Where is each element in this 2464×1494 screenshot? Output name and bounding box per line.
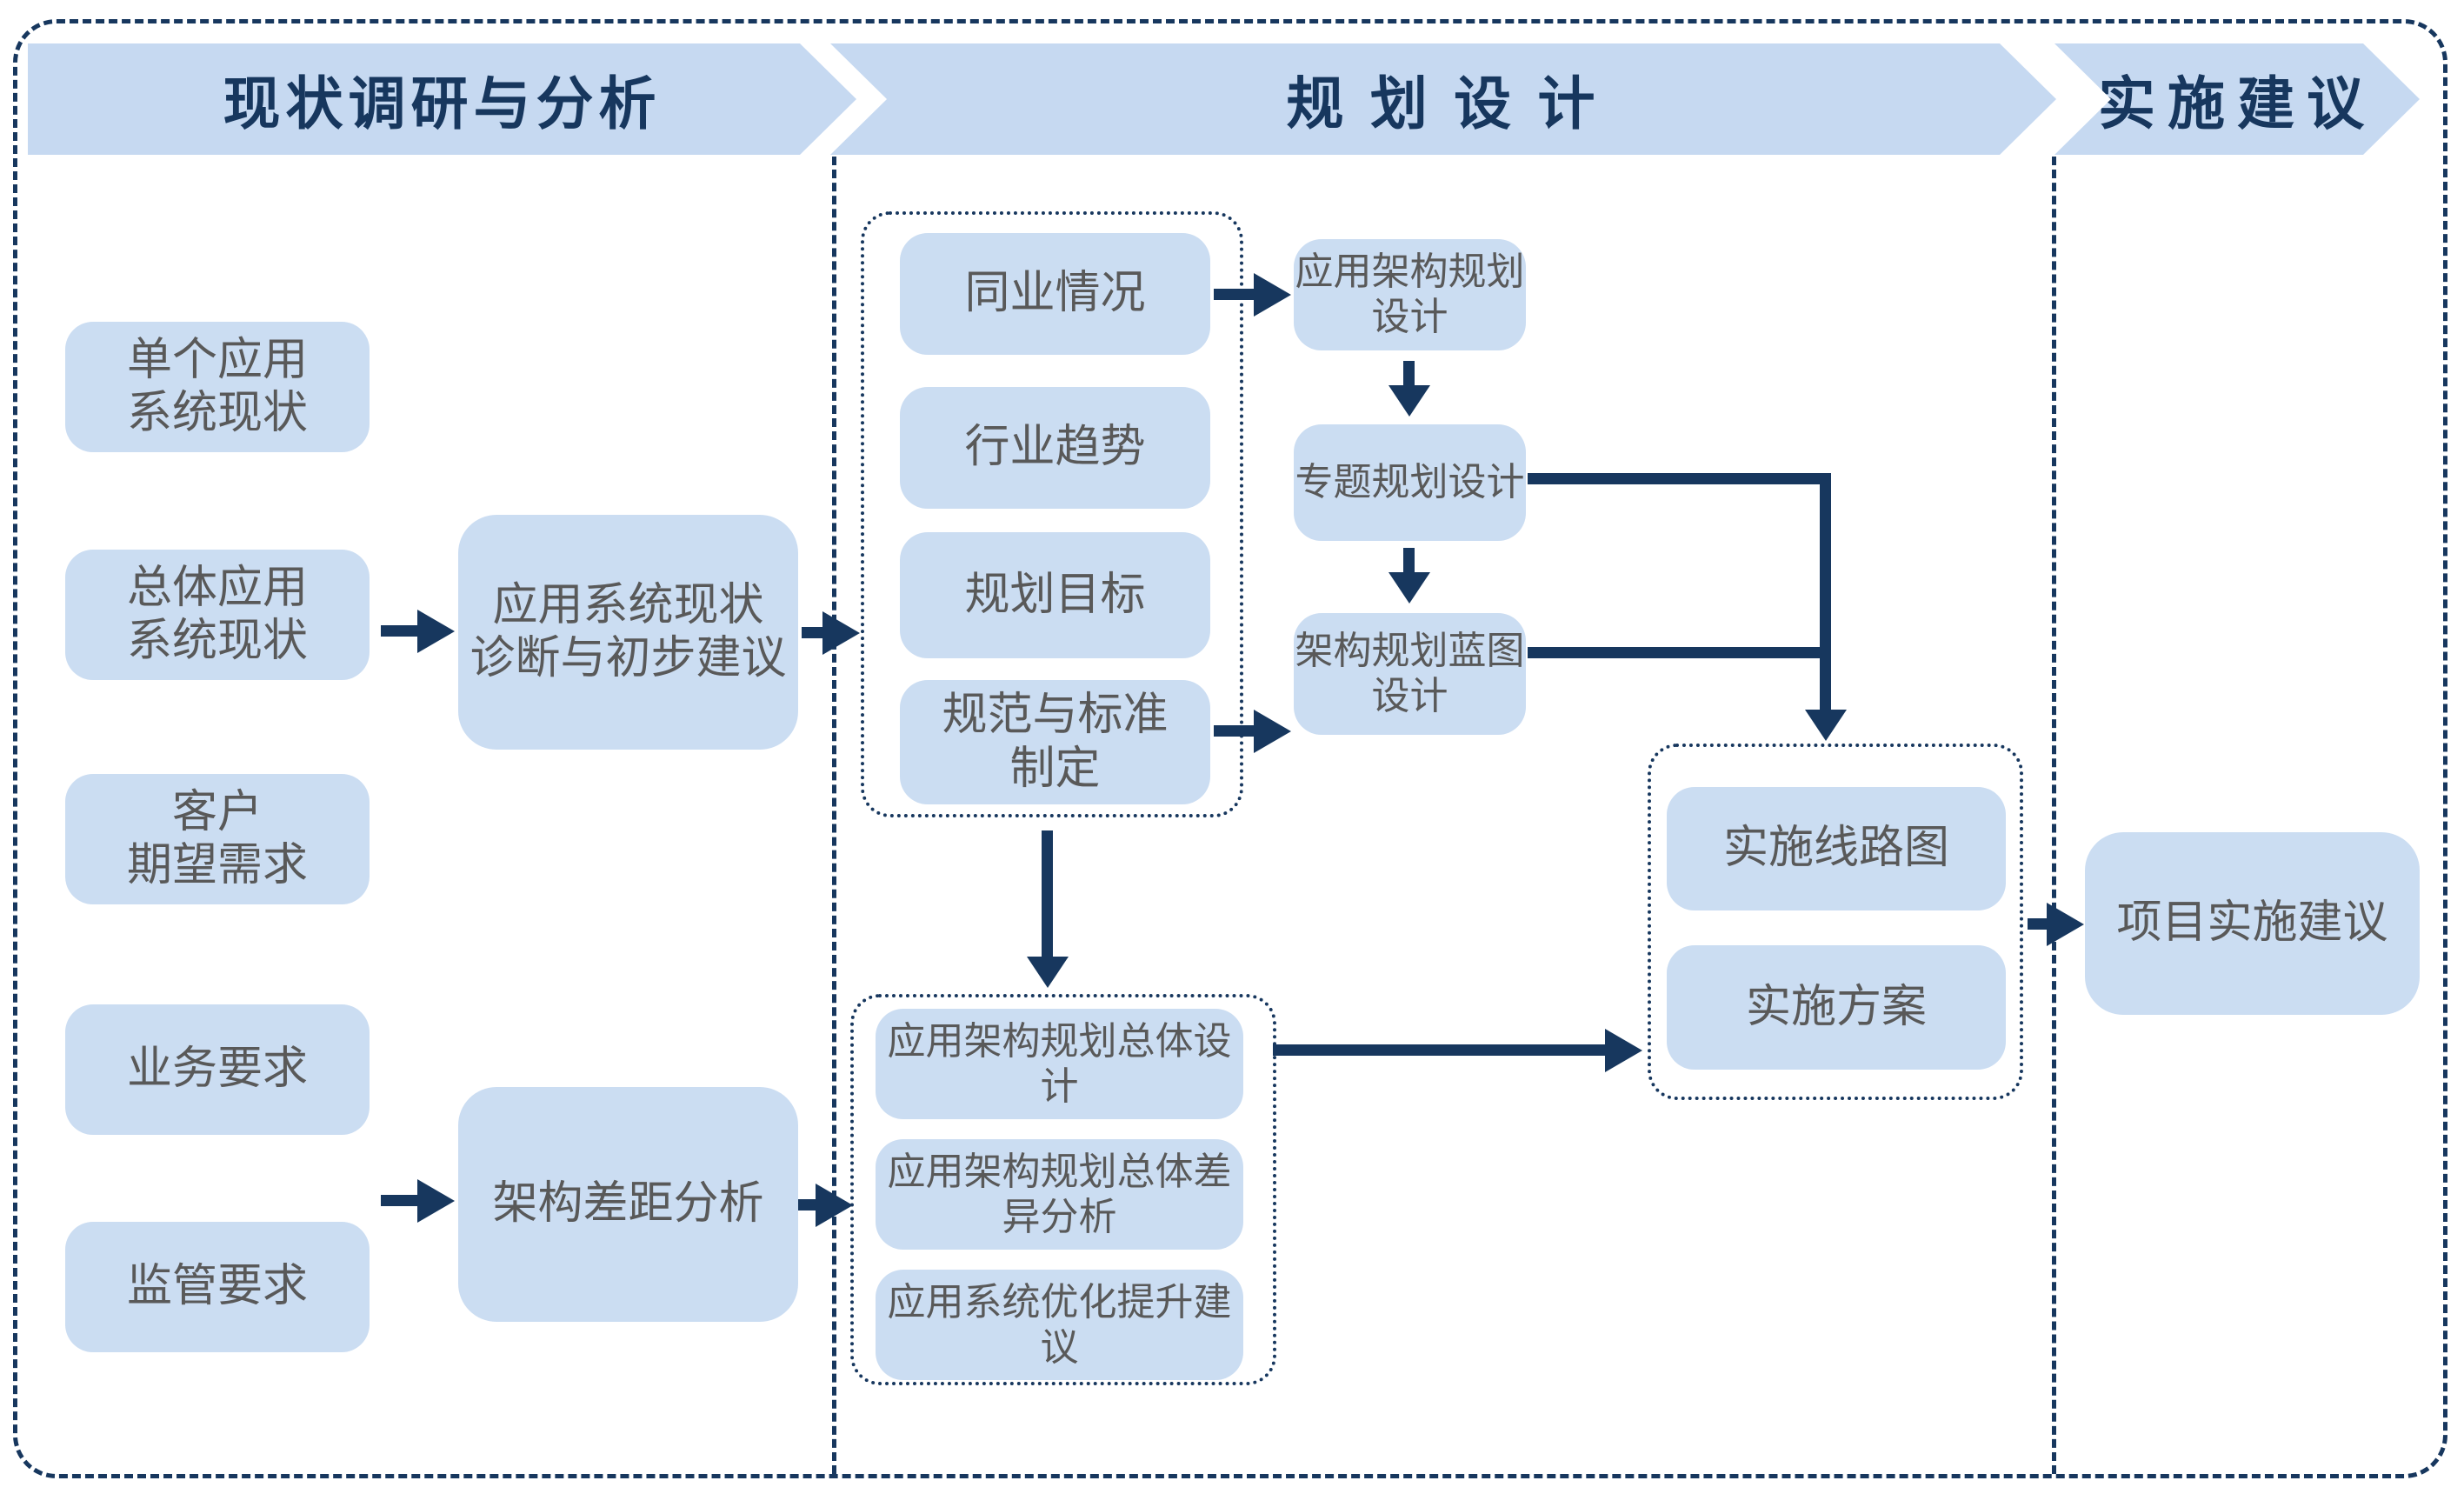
outer-dashed-frame	[13, 19, 2447, 1478]
node-business-requirements: 业务要求	[65, 1004, 370, 1135]
arrow-special-to-blueprint	[1403, 548, 1415, 572]
connector-special-horizontal	[1528, 473, 1831, 484]
section-divider-2	[2052, 157, 2056, 1474]
arrow-requirements-to-gap	[381, 1195, 417, 1206]
node-overall-gap-analysis: 应用架构规划总体差异分析	[876, 1139, 1243, 1250]
node-roadmap: 实施线路图	[1667, 787, 2006, 910]
node-blueprint-design: 架构规划蓝图 设计	[1294, 613, 1526, 735]
node-optimization: 应用系统优化提升建议	[876, 1270, 1243, 1380]
phase-banner-planning: 规 划 设 计	[830, 43, 2056, 155]
node-standards: 规范与标准 制定	[900, 680, 1210, 804]
node-app-arch-design: 应用架构规划 设计	[1294, 239, 1526, 350]
phase-title-implementation: 实施建议	[2098, 71, 2376, 136]
node-regulatory-requirements: 监管要求	[65, 1222, 370, 1352]
node-diagnosis: 应用系统现状 诊断与初步建议	[458, 515, 798, 750]
node-special-planning: 专题规划设计	[1294, 424, 1526, 541]
node-customer-needs: 客户 期望需求	[65, 774, 370, 904]
connector-blueprint-horizontal	[1528, 647, 1831, 658]
node-single-app-status: 单个应用 系统现状	[65, 322, 370, 452]
arrow-inputs-to-overall-design	[1042, 830, 1053, 957]
phase-banner-implementation: 实施建议	[2054, 43, 2420, 155]
connector-arrowhead-down	[1805, 710, 1847, 741]
phase-banner-research: 现状调研与分析	[28, 43, 856, 155]
phase-title-research: 现状调研与分析	[223, 71, 662, 136]
node-project-impl-suggestion: 项目实施建议	[2085, 832, 2420, 1015]
node-overall-app-status: 总体应用 系统现状	[65, 550, 370, 680]
arrow-gap-to-overall-design	[798, 1199, 816, 1211]
node-impl-plan: 实施方案	[1667, 945, 2006, 1070]
node-planning-goal: 规划目标	[900, 532, 1210, 658]
arrow-overall-to-diagnosis	[381, 625, 417, 637]
phase-title-planning: 规 划 设 计	[1286, 71, 1601, 136]
arrow-peer-to-arch-design	[1214, 289, 1254, 300]
node-overall-design: 应用架构规划总体设计	[876, 1009, 1243, 1119]
arrow-implementation-to-project	[2028, 918, 2047, 930]
connector-vertical	[1820, 473, 1831, 710]
arrow-standards-to-blueprint	[1214, 725, 1254, 737]
arrow-diagnosis-to-inputs	[802, 627, 822, 638]
arrow-overall-design-to-implementation	[1273, 1044, 1605, 1056]
node-gap-analysis: 架构差距分析	[458, 1087, 798, 1322]
group-planning-inputs	[861, 211, 1243, 817]
node-industry-trend: 行业趋势	[900, 387, 1210, 509]
section-divider-1	[832, 157, 836, 1474]
node-peer-situation: 同业情况	[900, 233, 1210, 355]
arrow-arch-design-to-special	[1403, 361, 1415, 385]
group-implementation	[1648, 744, 2023, 1100]
